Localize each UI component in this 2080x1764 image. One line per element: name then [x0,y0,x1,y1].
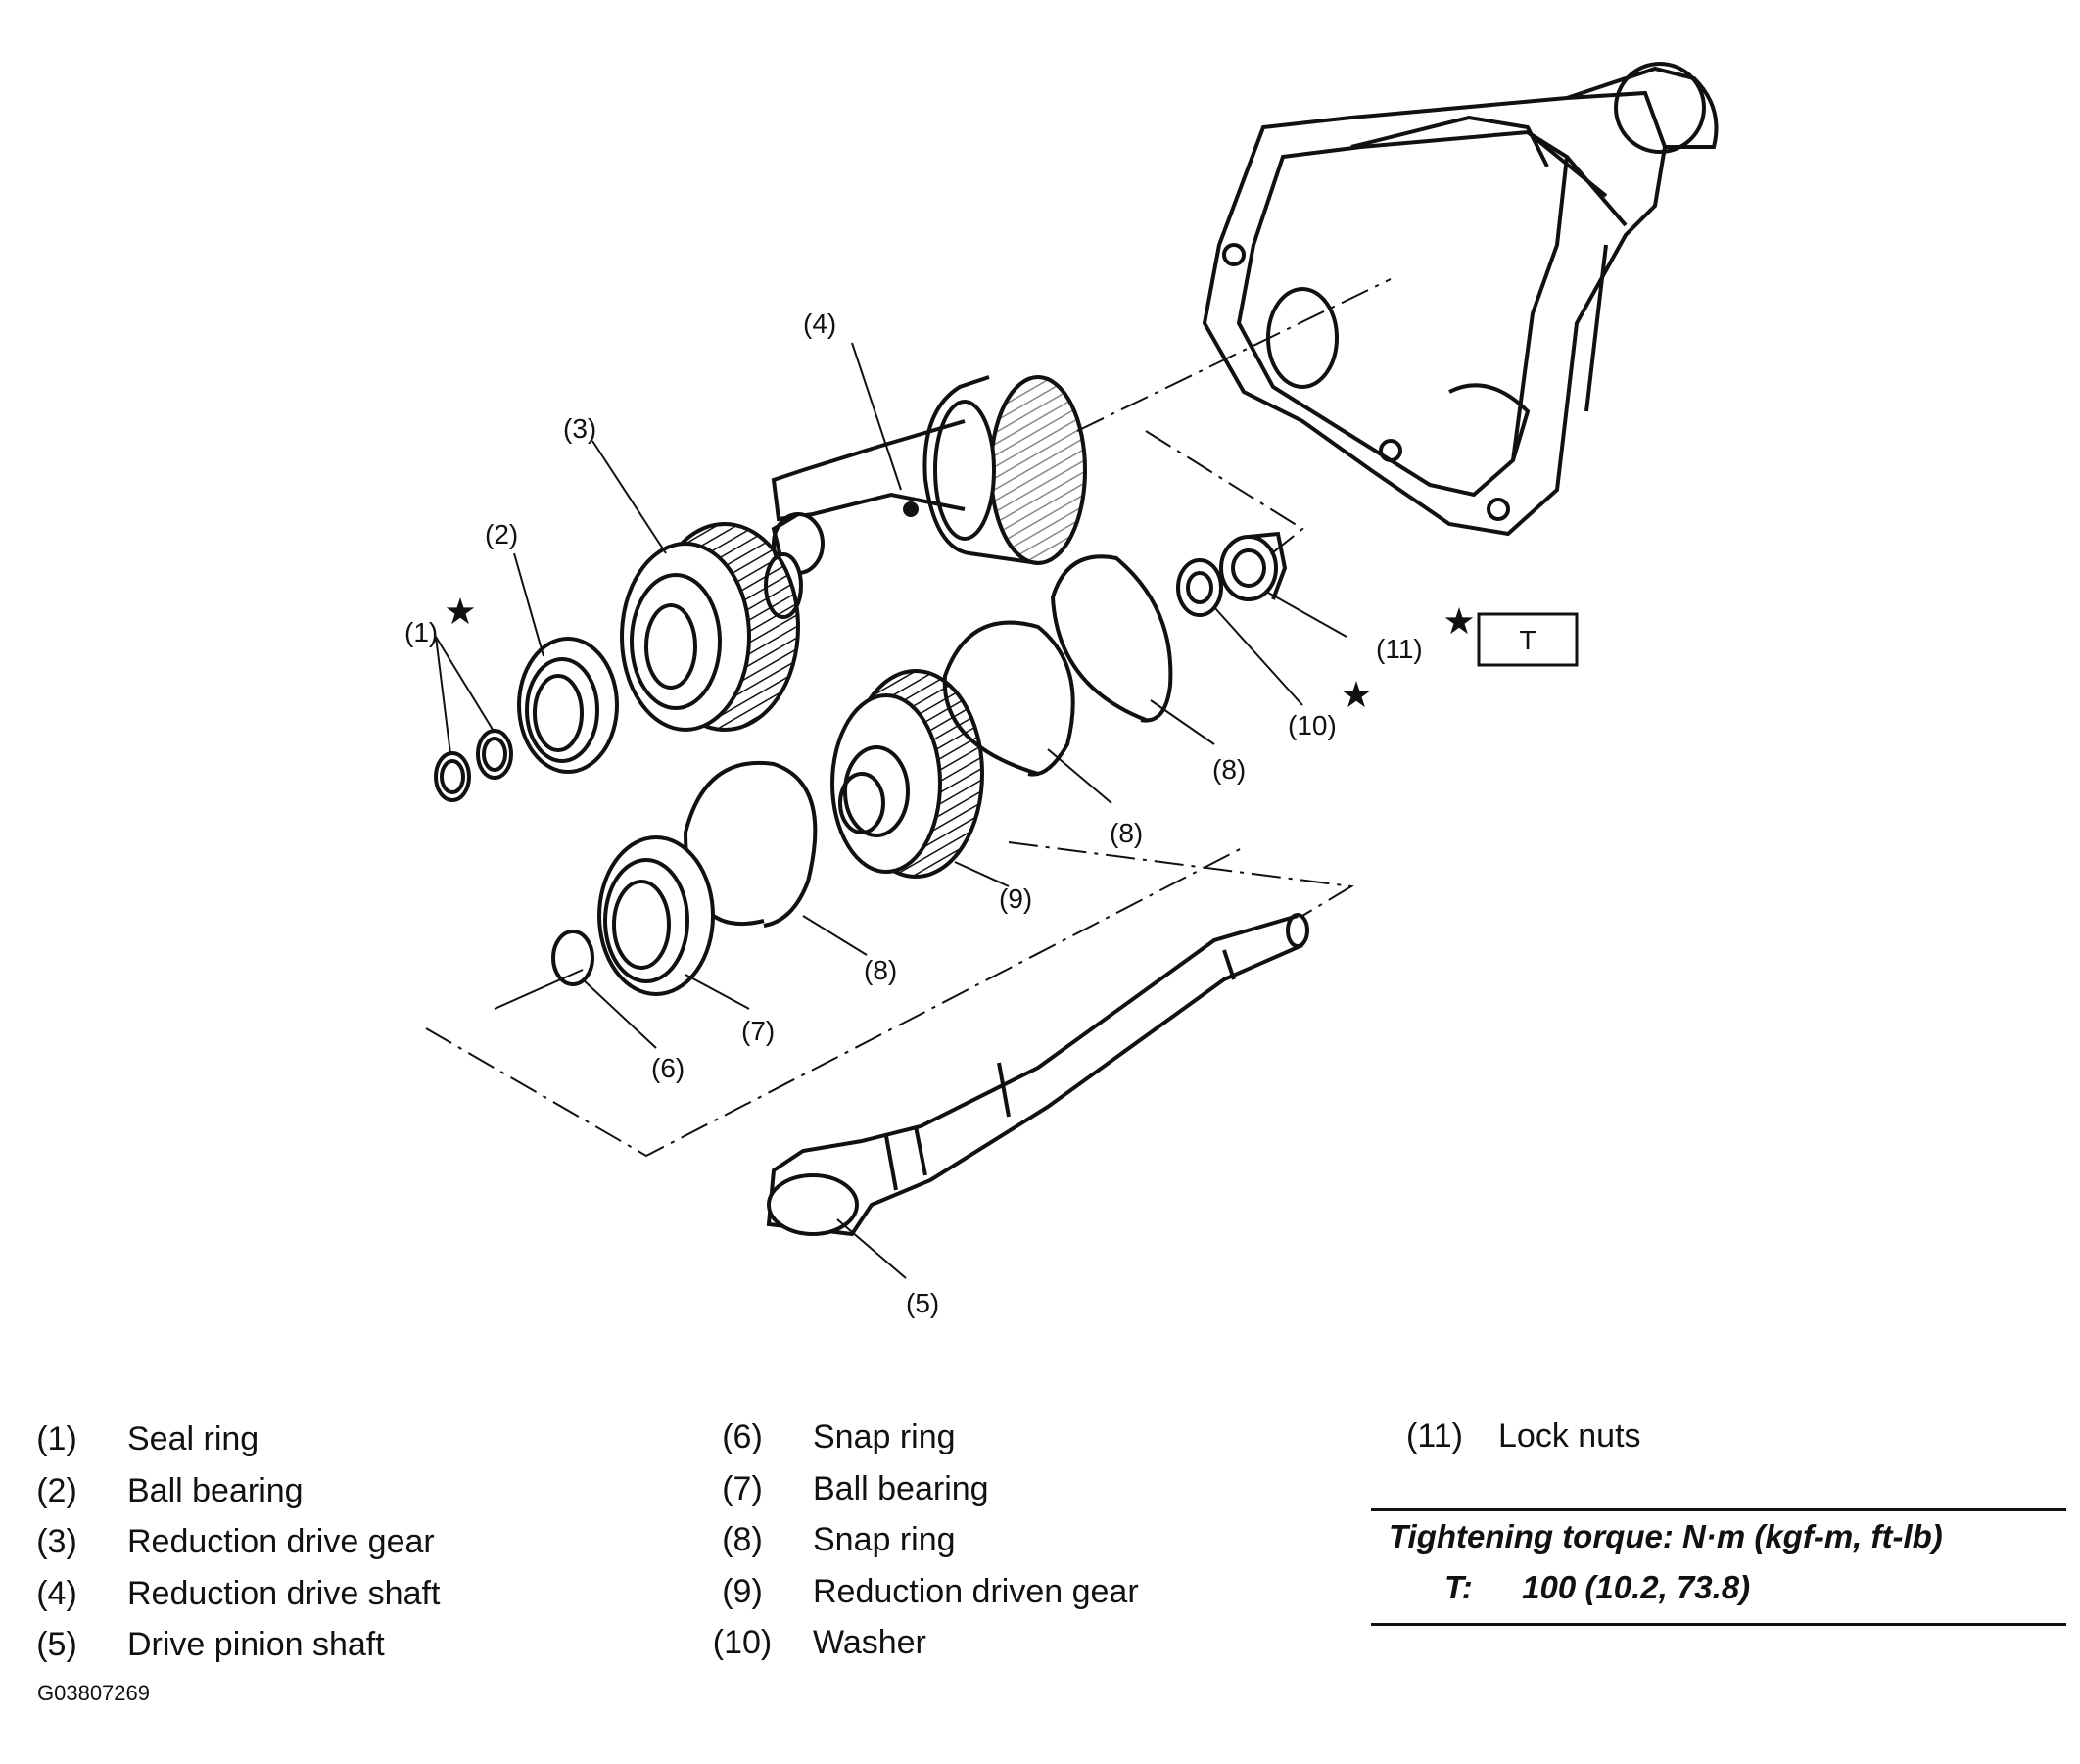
callout-5: (5) [906,1288,939,1318]
assembly-center-lines [425,278,1392,1158]
seal-rings [434,729,513,802]
legend-label-4: Reduction drive shaft [127,1575,441,1612]
legend-label-1: Seal ring [127,1420,260,1457]
callout-labels: (1) (2) (3) (4) (5) (6) (7) (8) (8) (8) … [404,309,1423,1318]
callout-9: (9) [999,883,1032,914]
star-icon [1444,607,1474,635]
callout-7: (7) [741,1016,775,1046]
torque-marker-label: T: [1444,1569,1473,1605]
legend-num-10: (10) [712,1624,773,1661]
legend-num-4: (4) [36,1575,77,1612]
legend-label-5: Drive pinion shaft [127,1626,385,1663]
torque-marker: T [1477,612,1579,667]
callout-4: (4) [803,309,836,339]
legend-label-9: Reduction driven gear [813,1573,1139,1610]
ball-bearing-7 [597,835,715,996]
callout-3: (3) [563,413,596,444]
reduction-driven-gear [830,669,984,879]
legend-label-10: Washer [813,1624,926,1661]
torque-value: 100 (10.2, 73.8) [1522,1569,1751,1605]
legend-label-7: Ball bearing [813,1470,989,1507]
drive-pinion-shaft [766,913,1309,1237]
legend-num-8: (8) [722,1521,763,1558]
torque-spec: Tightening torque: N·m (kgf-m, ft-lb) T:… [1371,1508,2066,1626]
callout-2: (2) [485,519,518,549]
callout-8-lower: (8) [864,955,897,985]
torque-value-row: T: 100 (10.2, 73.8) [1371,1562,2066,1613]
svg-text:T: T [1519,625,1536,655]
torque-bottom-rule [1371,1623,2066,1626]
callout-6: (6) [651,1053,685,1083]
legend-num-6: (6) [722,1418,763,1455]
ball-bearing-2 [517,637,619,774]
callout-8-upper: (8) [1212,754,1246,785]
star-icon [446,597,475,625]
washer-and-lock-nut [1176,531,1288,617]
callout-11: (11) [1376,634,1423,664]
legend-num-3: (3) [36,1523,77,1560]
torque-title: Tightening torque: N·m (kgf-m, ft-lb) [1389,1518,1943,1554]
star-icons [446,597,1474,708]
callout-1: (1) [404,617,438,647]
legend-num-11: (11) [1406,1417,1463,1454]
callout-10: (10) [1288,710,1337,740]
torque-top-rule [1371,1508,2066,1511]
legend-num-1: (1) [36,1420,77,1457]
legend-label-3: Reduction drive gear [127,1523,435,1560]
legend-label-11: Lock nuts [1498,1417,1641,1454]
legend-label-2: Ball bearing [127,1472,304,1509]
reduction-drive-shaft [764,375,1087,619]
exploded-view-diagram: (1) (2) (3) (4) (5) (6) (7) (8) (8) (8) … [404,62,1719,1318]
star-icon [1342,681,1371,708]
transmission-case [1202,62,1719,537]
callout-8-middle: (8) [1110,818,1143,848]
legend-label-8: Snap ring [813,1521,956,1558]
reduction-drive-gear [620,522,800,732]
legend-num-9: (9) [722,1573,763,1610]
legend-num-2: (2) [36,1472,77,1509]
legend-label-6: Snap ring [813,1418,956,1455]
legend-num-5: (5) [36,1626,77,1663]
figure-code: G03807269 [37,1681,150,1705]
legend-num-7: (7) [722,1470,763,1507]
snap-ring-6 [551,930,594,986]
leader-lines [435,342,1347,1279]
